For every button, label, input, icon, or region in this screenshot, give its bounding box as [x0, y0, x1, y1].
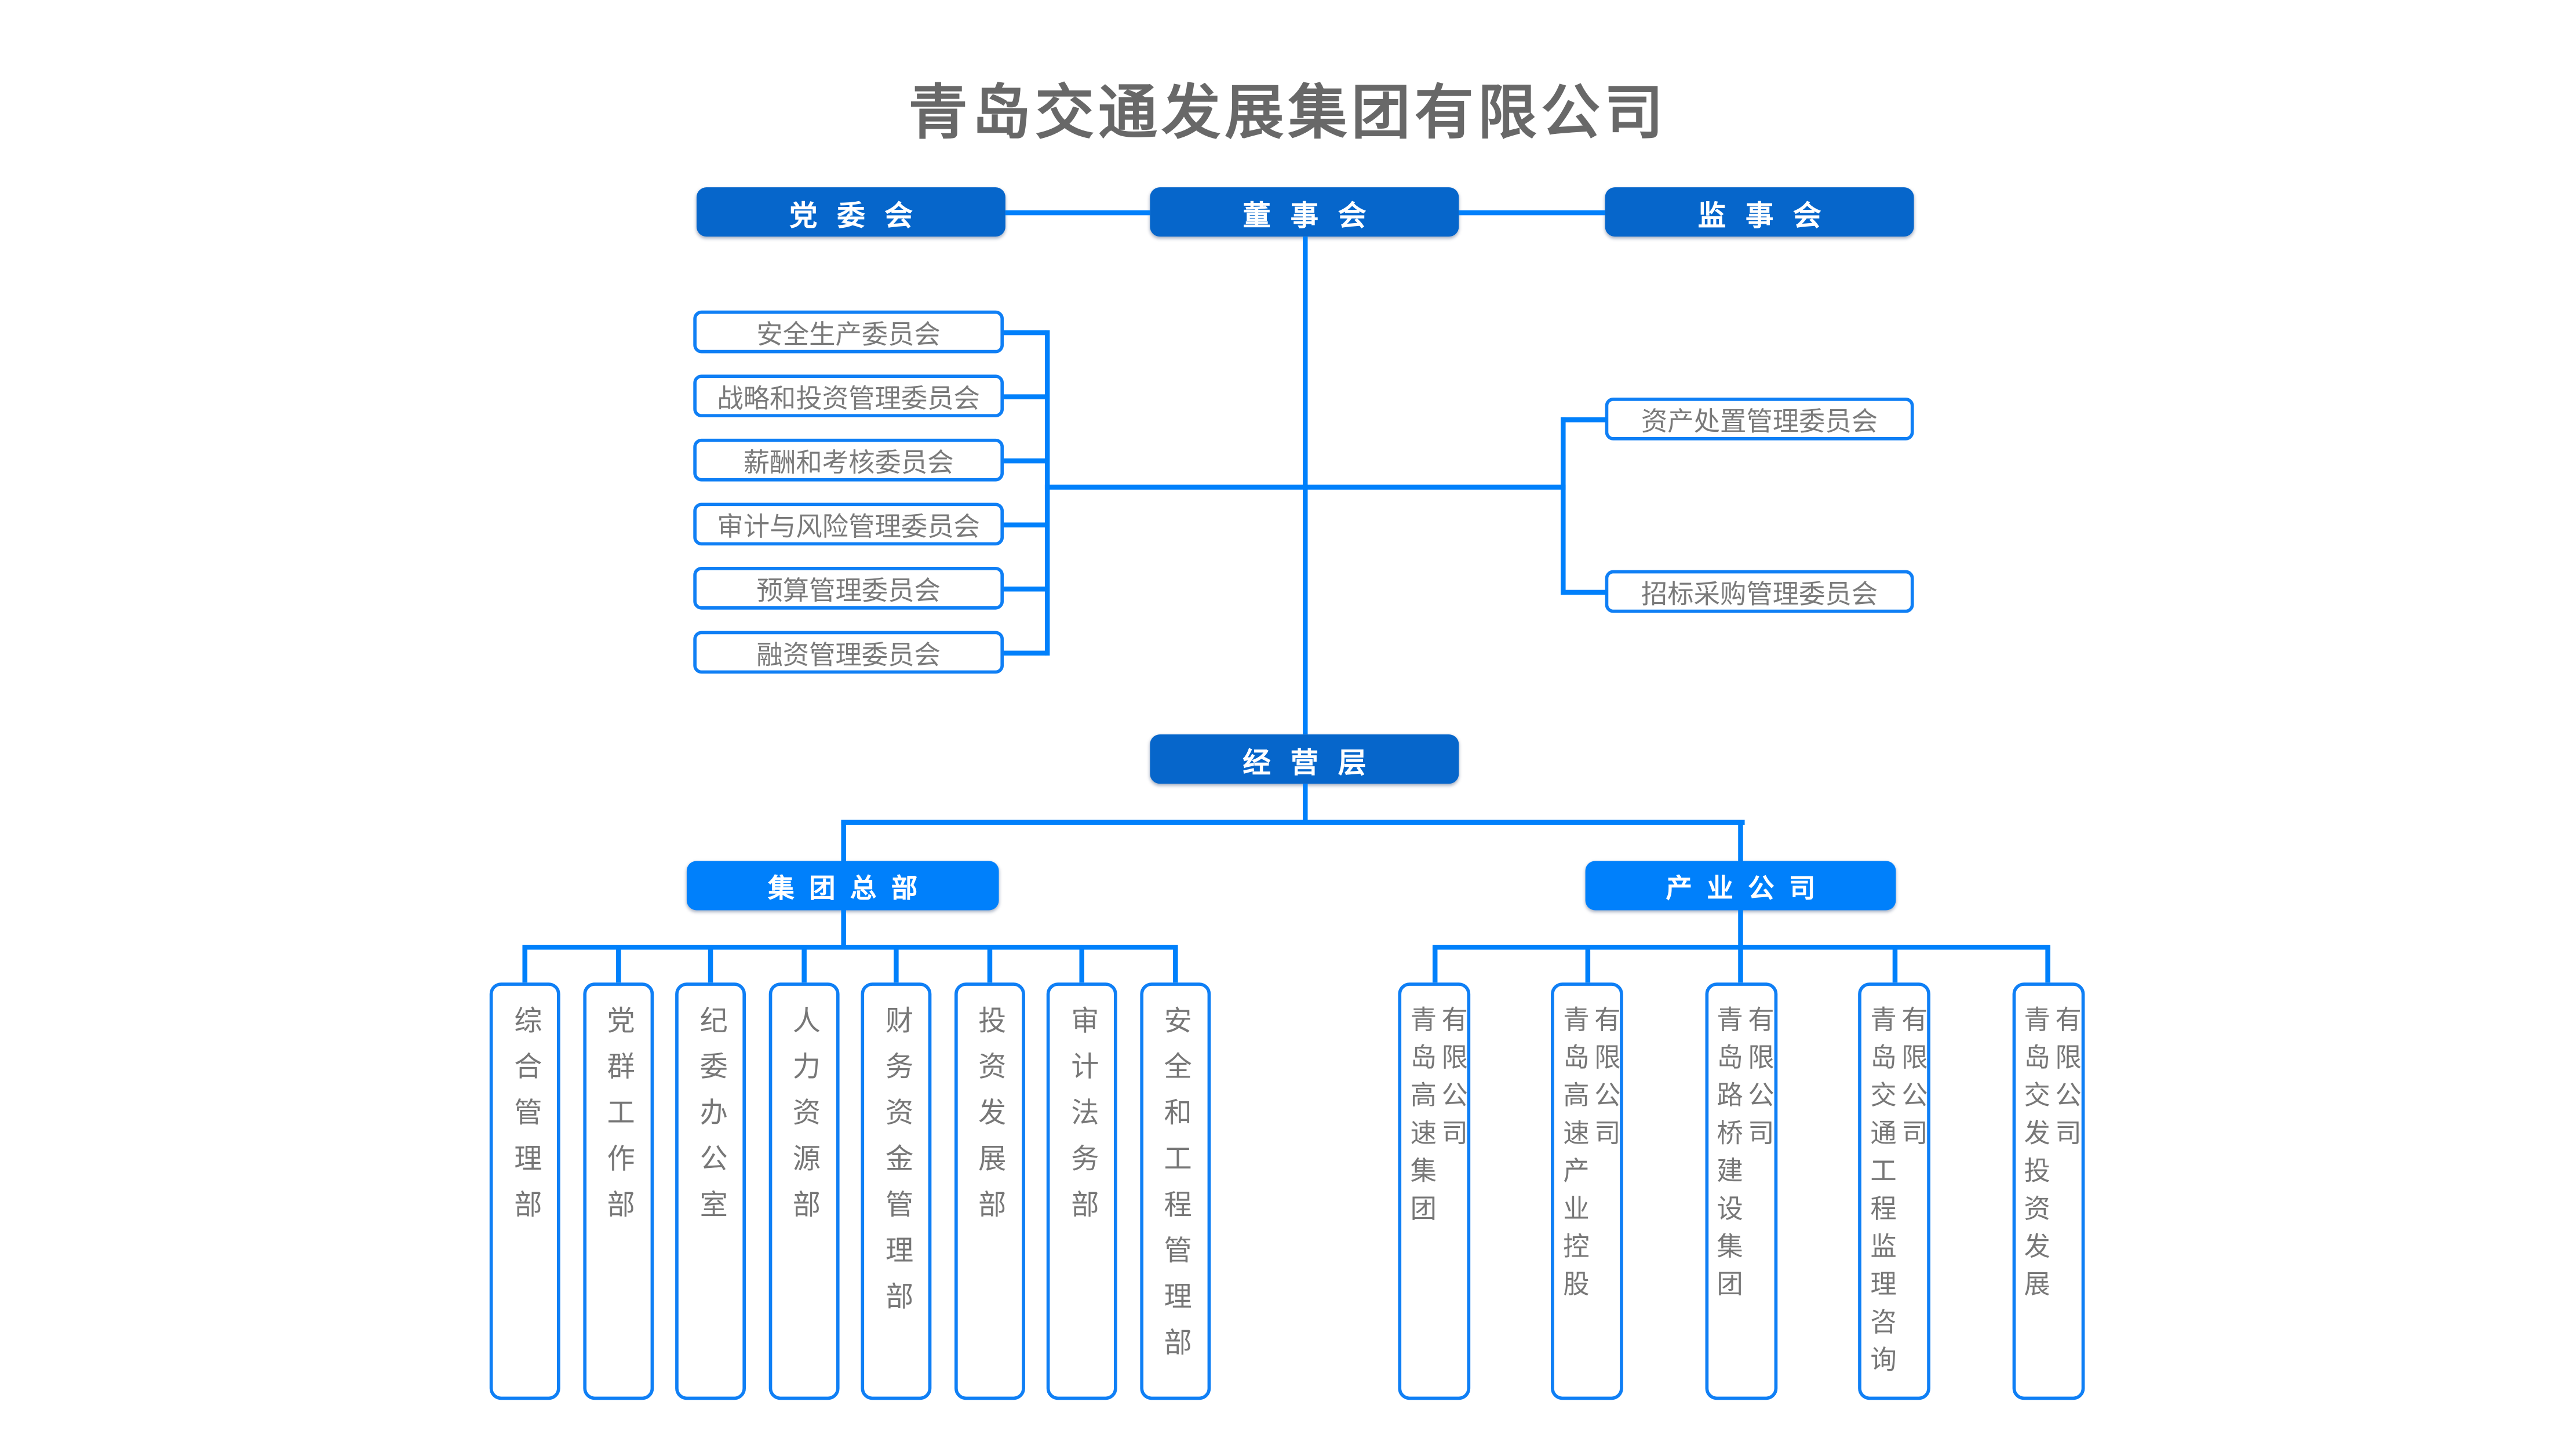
department-investment-development: 投资发展部: [953, 982, 1025, 1400]
node-board-of-directors: 董事会: [1150, 187, 1459, 237]
connector-line: [1738, 910, 1743, 946]
node-supervisory-board: 监事会: [1605, 187, 1914, 237]
company-suffix: 有限公司: [1437, 1005, 1465, 1157]
connector-line: [1044, 483, 1565, 489]
company-name: 青岛交通工程监理咨询: [1865, 1005, 1894, 1384]
department-label: 财务资金管理部: [880, 1005, 912, 1328]
connector-line: [1431, 946, 1437, 983]
company-suffix: 有限公司: [1743, 1005, 1771, 1157]
connector-line: [2045, 946, 2050, 983]
connector-line: [986, 946, 992, 983]
connector-line: [840, 820, 1744, 825]
company-name: 青岛高速产业控股: [1558, 1005, 1586, 1308]
connector-line: [1004, 457, 1047, 463]
connector-line: [1004, 650, 1047, 655]
department-label: 安全和工程管理部: [1158, 1005, 1190, 1374]
connector-line: [1004, 329, 1047, 334]
department-party-mass-work: 党群工作部: [582, 982, 653, 1400]
connector-line: [1172, 946, 1178, 983]
company-suffix: 有限公司: [1896, 1005, 1925, 1157]
committee-audit-risk: 审计与风险管理委员会: [693, 503, 1004, 546]
department-human-resources: 人力资源部: [768, 982, 839, 1400]
connector-line: [1459, 209, 1605, 214]
company-name: 青岛路桥建设集团: [1711, 1005, 1740, 1308]
department-audit-legal: 审计法务部: [1046, 982, 1117, 1400]
department-label: 综合管理部: [509, 1005, 541, 1236]
department-discipline-office: 纪委办公室: [675, 982, 746, 1400]
node-management-layer: 经营层: [1150, 734, 1459, 784]
company-name: 青岛高速集团: [1405, 1005, 1434, 1233]
company-road-bridge-construction: 青岛路桥建设集团 有限公司: [1704, 982, 1777, 1400]
node-industry-companies: 产业公司: [1585, 861, 1896, 911]
connector-line: [522, 944, 1178, 949]
connector-line: [800, 946, 806, 983]
node-party-committee: 党委会: [696, 187, 1005, 237]
department-label: 纪委办公室: [695, 1005, 726, 1236]
connector-line: [1004, 585, 1047, 591]
committee-bidding-procurement: 招标采购管理委员会: [1605, 570, 1914, 613]
committee-financing: 融资管理委员会: [693, 631, 1004, 674]
connector-line: [1560, 589, 1606, 594]
company-expressway-industry-holding: 青岛高速产业控股 有限公司: [1551, 982, 1623, 1400]
company-suffix: 有限公司: [2050, 1005, 2079, 1157]
company-name: 青岛交发投资发展: [2018, 1005, 2047, 1308]
connector-line: [522, 946, 527, 983]
connector-line: [1302, 784, 1307, 824]
connector-line: [840, 910, 846, 946]
department-finance-funds: 财务资金管理部: [861, 982, 932, 1400]
committee-asset-disposal: 资产处置管理委员会: [1605, 398, 1914, 440]
connector-line: [1892, 946, 1897, 983]
connector-line: [1079, 946, 1084, 983]
connector-line: [894, 946, 899, 983]
committee-strategy-investment: 战略和投资管理委员会: [693, 374, 1004, 418]
connector-line: [1004, 393, 1047, 399]
connector-line: [615, 946, 621, 983]
department-label: 审计法务部: [1066, 1005, 1098, 1236]
connector-line: [1738, 821, 1743, 861]
connector-line: [1004, 522, 1047, 527]
page-title: 青岛交通发展集团有限公司: [908, 79, 1668, 147]
connector-line: [1560, 416, 1606, 422]
department-label: 投资发展部: [973, 1005, 1005, 1236]
department-label: 人力资源部: [788, 1005, 819, 1236]
committee-compensation-appraisal: 薪酬和考核委员会: [693, 438, 1004, 482]
department-general-management: 综合管理部: [489, 982, 560, 1400]
connector-line: [708, 946, 713, 983]
department-label: 党群工作部: [602, 1005, 633, 1236]
connector-line: [1005, 209, 1150, 214]
connector-line: [1044, 329, 1050, 655]
department-safety-engineering: 安全和工程管理部: [1139, 982, 1210, 1400]
committee-budget: 预算管理委员会: [693, 567, 1004, 610]
company-expressway-group: 青岛高速集团 有限公司: [1398, 982, 1471, 1400]
connector-line: [1738, 946, 1743, 983]
company-suffix: 有限公司: [1589, 1005, 1617, 1157]
node-group-headquarters: 集团总部: [686, 861, 999, 911]
connector-line: [840, 821, 846, 861]
company-investment-development: 青岛交发投资发展 有限公司: [2012, 982, 2084, 1400]
committee-safety-production: 安全生产委员会: [693, 310, 1004, 354]
connector-line: [1560, 416, 1565, 594]
connector-line: [1584, 946, 1590, 983]
company-engineering-supervision-consulting: 青岛交通工程监理咨询 有限公司: [1858, 982, 1930, 1400]
